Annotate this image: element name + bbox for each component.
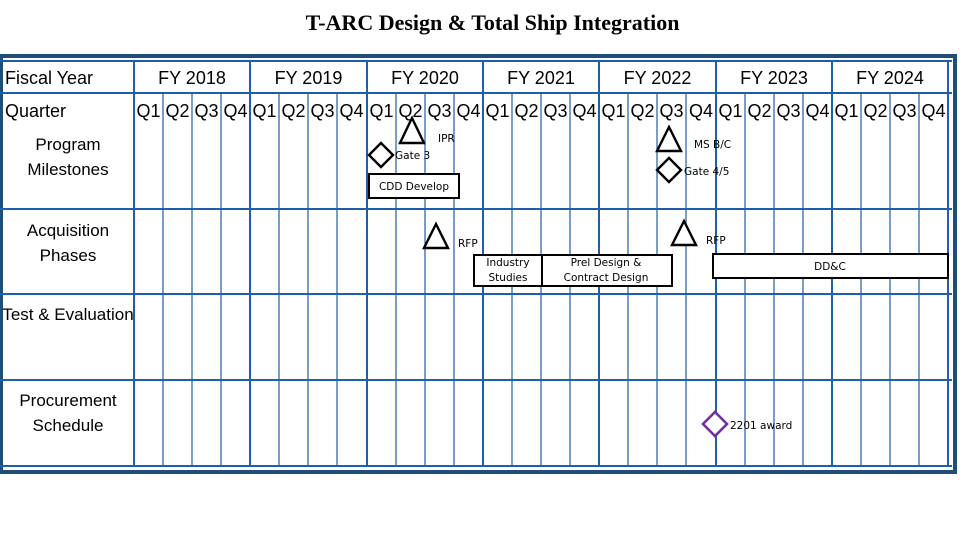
quarter-header: Q4 (339, 101, 363, 121)
row-label-program: Program (35, 135, 100, 154)
ipr-triangle (398, 115, 426, 145)
row-label-acquisition: Acquisition (27, 221, 109, 240)
quarter-header: Q3 (543, 101, 567, 121)
quarter-header: Q1 (718, 101, 742, 121)
ms-bc-label: MS B/C (694, 139, 731, 151)
cdd-develop-label: CDD Develop (379, 181, 449, 193)
quarter-header: Q3 (659, 101, 683, 121)
quarter-header: Q3 (892, 101, 916, 121)
fy-2021: FY 2021 (507, 68, 575, 88)
quarter-header: Q2 (398, 101, 422, 121)
rfp-triangle-1 (422, 221, 450, 250)
quarter-label: Quarter (5, 101, 66, 121)
quarter-header: Q3 (310, 101, 334, 121)
ipr-label: IPR (438, 133, 455, 145)
prel-design-label-1: Prel Design & (571, 257, 642, 269)
gate45-label: Gate 4/5 (684, 166, 729, 178)
quarter-header: Q4 (921, 101, 945, 121)
quarter-header: Q2 (747, 101, 771, 121)
quarter-header: Q2 (165, 101, 189, 121)
ddc-label: DD&C (814, 261, 846, 273)
gate3-label: Gate 3 (395, 150, 430, 162)
industry-studies-box (473, 254, 543, 287)
quarter-header: Q3 (194, 101, 218, 121)
quarter-header: Q4 (572, 101, 596, 121)
row-label-schedule: Schedule (33, 416, 104, 435)
rfp-label-1: RFP (458, 238, 478, 250)
outer-frame (0, 54, 957, 474)
cdd-develop-box (368, 173, 460, 199)
quarter-header: Q4 (805, 101, 829, 121)
industry-studies-label-1: Industry (486, 257, 529, 269)
award-diamond (701, 410, 729, 438)
quarter-header: Q1 (136, 101, 160, 121)
quarter-header: Q4 (689, 101, 713, 121)
page-title: T-ARC Design & Total Ship Integration (305, 10, 680, 35)
quarter-header: Q1 (252, 101, 276, 121)
prel-design-label-2: Contract Design (564, 272, 649, 284)
fiscal-year-headers: FY 2018 FY 2019 FY 2020 FY 2021 FY 2022 … (158, 68, 924, 88)
row-label-procurement: Procurement (19, 391, 117, 410)
fy-2024: FY 2024 (856, 68, 924, 88)
row-label-milestones: Milestones (27, 160, 108, 179)
quarter-header: Q2 (863, 101, 887, 121)
quarter-header: Q1 (834, 101, 858, 121)
fiscal-year-label: Fiscal Year (5, 68, 93, 88)
quarter-header: Q4 (223, 101, 247, 121)
fy-2018: FY 2018 (158, 68, 226, 88)
fy-2019: FY 2019 (275, 68, 343, 88)
quarter-header: Q2 (281, 101, 305, 121)
quarter-header: Q1 (369, 101, 393, 121)
rfp-triangle-2 (670, 218, 698, 247)
quarter-header: Q1 (485, 101, 509, 121)
fy-2023: FY 2023 (740, 68, 808, 88)
row-label-test-evaluation: Test & Evaluation (2, 305, 133, 324)
row-label-phases: Phases (40, 246, 97, 265)
industry-studies-label-2: Studies (489, 272, 528, 284)
award-label: 2201 award (730, 420, 792, 432)
quarter-header: Q1 (601, 101, 625, 121)
fy-2020: FY 2020 (391, 68, 459, 88)
gate3-diamond (367, 141, 395, 169)
quarter-header: Q3 (776, 101, 800, 121)
rfp-label-2: RFP (706, 235, 726, 247)
prel-design-box (541, 254, 673, 287)
grid-rows (0, 60, 952, 467)
quarter-header: Q2 (514, 101, 538, 121)
fy-2022: FY 2022 (624, 68, 692, 88)
quarter-header: Q4 (456, 101, 480, 121)
quarter-header: Q2 (630, 101, 654, 121)
quarter-header: Q3 (427, 101, 451, 121)
gate45-diamond (655, 156, 683, 184)
quarter-headers: Q1 Q2 Q3 Q4 Q1 Q2 Q3 Q4 Q1 Q2 Q3 Q4 Q1 Q… (136, 101, 945, 121)
ms-bc-triangle (655, 124, 683, 153)
ddc-box (712, 253, 949, 279)
